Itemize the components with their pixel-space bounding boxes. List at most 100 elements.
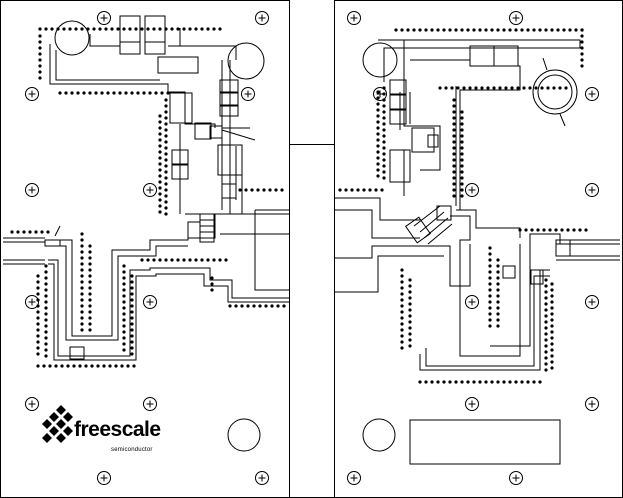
via-icon [22,230,26,234]
via-icon [452,134,456,138]
mounting-hole-icon [465,183,479,197]
mounting-hole-cross [146,298,154,306]
via-icon [460,116,464,120]
via-icon [44,276,48,280]
via-icon [146,258,150,262]
via-icon [508,380,512,384]
via-icon [80,27,84,31]
via-icon [400,346,404,350]
via-icon [502,28,506,32]
via-icon [64,91,68,95]
via-icon [400,292,404,296]
via-icon [382,110,386,114]
via-icon [88,298,92,302]
via-icon [408,308,412,312]
via-icon [564,86,568,90]
via-icon [170,27,174,31]
via-icon [580,40,584,44]
via-icon [382,146,386,150]
stitching-vias [10,27,588,384]
via-icon [158,210,162,214]
via-icon [224,258,228,262]
via-icon [142,91,146,95]
via-icon [408,284,412,288]
via-icon [496,324,500,328]
via-icon [68,27,72,31]
via-icon [382,98,386,102]
mounting-hole-icon [25,87,39,101]
via-icon [234,304,238,308]
via-icon [460,170,464,174]
mounting-hole-icon [143,397,157,411]
via-icon [158,198,162,202]
mounting-hole-cross [28,400,36,408]
via-icon [544,284,548,288]
via-icon [210,288,214,292]
via-icon [452,194,456,198]
right-electrolytic-capacitor [532,69,578,115]
mounting-hole-icon [585,397,599,411]
via-icon [98,27,102,31]
via-icon [160,91,164,95]
via-icon [430,380,434,384]
via-icon [88,274,92,278]
via-icon [400,310,404,314]
via-icon [166,91,170,95]
via-icon [58,91,62,95]
via-icon [544,290,548,294]
via-icon [550,288,554,292]
mounting-hole-cross [258,14,266,22]
via-icon [558,86,562,90]
via-icon [164,98,168,102]
mounting-hole-cross [100,14,108,22]
via-icon [400,28,404,32]
via-icon [556,28,560,32]
via-icon [50,27,54,31]
via-icon [382,134,386,138]
via-icon [158,186,162,190]
via-icon [80,280,84,284]
via-icon [104,27,108,31]
via-icon [36,364,40,368]
via-icon [158,156,162,160]
via-icon [562,28,566,32]
freescale-diamond-logo-icon [42,405,73,443]
mounting-hole-cross [244,90,252,98]
via-icon [510,86,514,90]
via-icon [88,322,92,326]
via-icon [436,380,440,384]
via-icon [130,280,134,284]
via-icon [496,318,500,322]
via-icon [274,188,278,192]
mounting-hole-cross [468,298,476,306]
via-icon [130,274,134,278]
via-icon [436,28,440,32]
mounting-hole-cross [28,186,36,194]
via-icon [496,294,500,298]
via-icon [206,27,210,31]
via-icon [158,174,162,178]
via-icon [36,322,40,326]
via-icon [492,86,496,90]
via-icon [158,132,162,136]
via-icon [574,28,578,32]
via-icon [88,316,92,320]
via-icon [460,164,464,168]
via-icon [36,340,40,344]
via-icon [382,86,386,90]
via-icon [488,246,492,250]
via-icon [580,64,584,68]
via-icon [130,340,134,344]
mounting-hole-icon [255,471,269,485]
via-icon [36,298,40,302]
mounting-hole-icon [143,295,157,309]
via-icon [448,380,452,384]
brand-logo-text: freescale [74,418,161,441]
via-icon [44,288,48,292]
mounting-hole-cross [28,90,36,98]
via-icon [452,128,456,132]
via-icon [518,228,522,232]
via-icon [38,58,42,62]
via-icon [44,306,48,310]
mounting-hole-icon [373,87,387,101]
